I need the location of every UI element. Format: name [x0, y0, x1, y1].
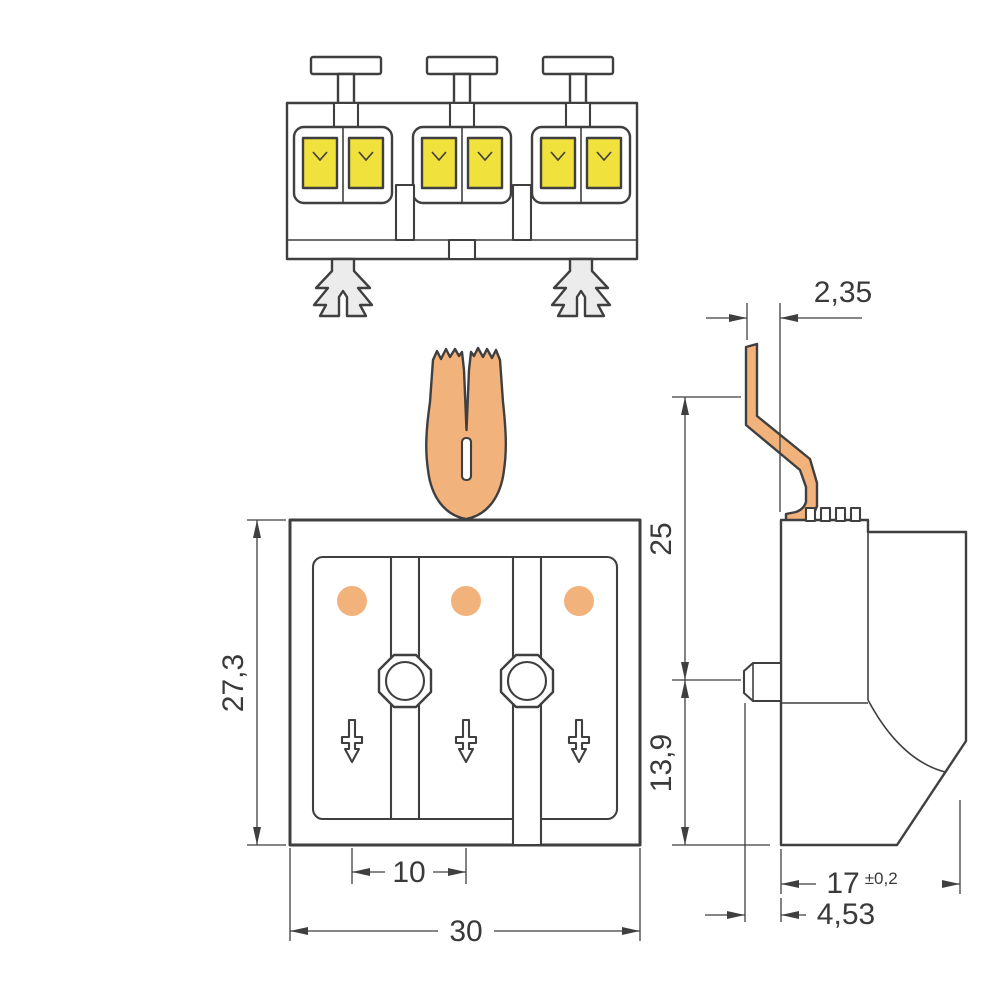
front-view	[288, 346, 642, 847]
center-tab	[447, 238, 477, 261]
spring-clamp	[466, 136, 504, 190]
test-port	[451, 586, 481, 616]
dim-label-width: 30	[449, 915, 482, 948]
dimension-latch-offset: 4,53	[705, 703, 875, 931]
mounting-foot	[550, 257, 612, 318]
spring-clamp	[585, 136, 623, 190]
test-port	[564, 586, 594, 616]
dim-label-depth-tolerance: ±0,2	[865, 869, 898, 888]
dimension-depth: 17 ±0,2	[780, 800, 961, 900]
housing-side-outline	[779, 518, 968, 847]
pole-separator	[394, 183, 416, 242]
dim-label-depth: 17	[826, 867, 859, 900]
spring-clamp	[420, 136, 458, 190]
release-slot	[567, 718, 591, 764]
solder-contact	[744, 342, 819, 526]
dim-label-upper-height: 25	[645, 522, 678, 555]
spring-clamp	[301, 136, 339, 190]
dimension-width: 30	[289, 848, 641, 948]
spring-clamp	[347, 136, 385, 190]
mounting-latch	[742, 661, 783, 703]
fixing-opening	[499, 653, 555, 709]
release-tool	[425, 346, 508, 521]
dimension-upper-height: 25	[645, 396, 741, 681]
mounting-foot	[312, 257, 374, 318]
dim-label-lower-height: 13,9	[645, 734, 678, 792]
test-port	[337, 586, 367, 616]
dimension-lower-height: 13,9	[645, 680, 770, 846]
dim-label-total-height: 27,3	[217, 654, 250, 712]
dim-label-pitch: 10	[392, 856, 425, 889]
pole-separator	[511, 183, 533, 242]
release-slot	[454, 718, 478, 764]
side-view	[742, 342, 968, 847]
tool-slot	[460, 436, 473, 482]
dimension-pin-offset: 2,35	[706, 276, 872, 512]
spring-clamp	[539, 136, 577, 190]
dimension-pitch: 10	[351, 848, 467, 889]
dim-label-latch-offset: 4,53	[817, 898, 875, 931]
dim-label-depth-group: 17 ±0,2	[826, 867, 897, 900]
release-slot	[340, 718, 364, 764]
plan-view	[285, 55, 639, 318]
dimension-total-height: 27,3	[217, 519, 286, 846]
fixing-opening	[377, 653, 433, 709]
dim-label-pin-offset: 2,35	[814, 276, 872, 309]
clamp-chambers	[292, 125, 632, 205]
